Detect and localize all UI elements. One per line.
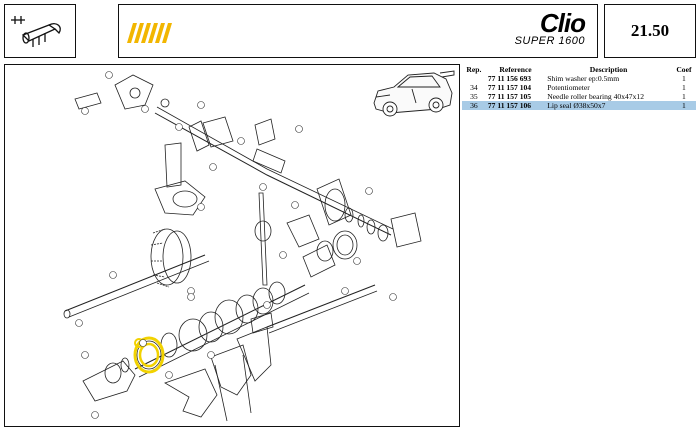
table-row[interactable]: 77 11 156 693 Shim washer ep:0.5mm 1 <box>462 74 696 83</box>
table-row-selected[interactable]: 36 77 11 157 106 Lip seal Ø38x50x7 1 <box>462 101 696 110</box>
shift-forks-bottom <box>164 326 272 422</box>
cell-description: Potentiometer <box>547 83 590 92</box>
page-number: 21.50 <box>630 21 670 40</box>
cell-rep: 36 <box>462 101 486 110</box>
selector-rod <box>258 192 268 286</box>
main-shaft <box>134 284 306 370</box>
left-shaft <box>64 254 206 312</box>
brand-logo: Clio SUPER 1600 <box>514 8 586 47</box>
gearbox-shaft-icon <box>11 16 61 47</box>
cell-coef: 1 <box>671 101 696 110</box>
cell-reference: 77 11 157 106 <box>485 101 546 110</box>
cell-rep: 34 <box>470 83 478 92</box>
cell-description: Shim washer ep:0.5mm <box>547 74 620 83</box>
cell-coef: 1 <box>682 83 686 92</box>
cell-description: Needle roller bearing 40x47x12 <box>547 92 644 101</box>
title-banner: Clio SUPER 1600 <box>118 4 598 58</box>
cell-reference: 77 11 156 693 <box>487 74 532 83</box>
table-row[interactable]: 35 77 11 157 105 Needle roller bearing 4… <box>462 92 696 101</box>
exploded-parts-diagram <box>4 64 460 427</box>
cell-description: Lip seal Ø38x50x7 <box>545 101 672 110</box>
cell-rep: 35 <box>470 92 478 101</box>
brand-subtitle: SUPER 1600 <box>514 35 585 47</box>
page-number-box: 21.50 <box>604 4 696 58</box>
column-header-description: Description <box>589 64 628 74</box>
clio-car-illustration <box>373 70 455 117</box>
column-header-coef: Coef <box>676 64 692 74</box>
cell-rep <box>462 74 486 83</box>
toothed-gear <box>150 228 192 288</box>
parts-table: Rep. Reference Description Coef 77 11 15… <box>462 64 696 110</box>
column-header-rep: Rep. <box>466 64 482 74</box>
column-header-reference: Reference <box>499 64 532 74</box>
parts-table-header: Rep. Reference Description Coef <box>462 64 696 74</box>
seal-housing <box>82 360 136 402</box>
brand-name: Clio <box>539 8 586 38</box>
housing-bracket <box>114 74 154 110</box>
gearbox-section-icon-box <box>4 4 76 58</box>
cell-coef: 1 <box>682 92 686 101</box>
table-row[interactable]: 34 77 11 157 104 Potentiometer 1 <box>462 83 696 92</box>
shift-fork-left <box>154 180 206 216</box>
right-rod <box>266 284 376 328</box>
lip-seal-highlight <box>133 336 165 374</box>
stripe-logo-icon <box>127 23 172 43</box>
upper-shaft <box>154 112 392 236</box>
cell-reference: 77 11 157 105 <box>487 92 532 101</box>
cell-reference: 77 11 157 104 <box>487 83 532 92</box>
fork-bracket <box>254 118 276 146</box>
synchronizer-rings <box>178 281 286 352</box>
cell-coef: 1 <box>682 74 686 83</box>
gearbox-exploded-drawing <box>63 71 422 422</box>
